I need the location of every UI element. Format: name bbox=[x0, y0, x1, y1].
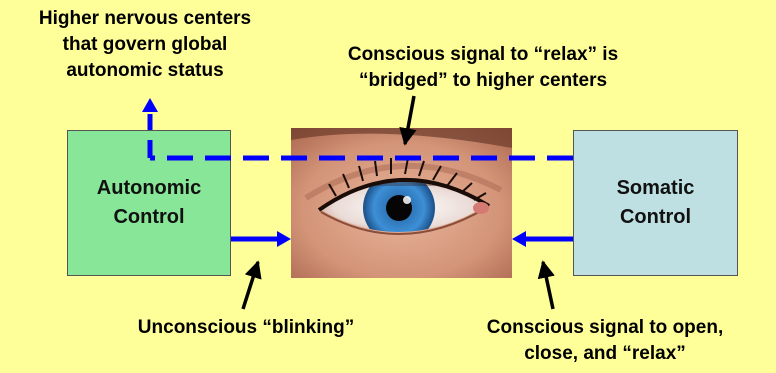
dashed-bridge-line bbox=[150, 114, 573, 158]
bridge-pointer-arrow bbox=[405, 96, 414, 144]
conscious-pointer-arrow bbox=[543, 262, 553, 309]
up-arrowhead bbox=[142, 98, 158, 112]
unconscious-pointer-arrow bbox=[243, 262, 258, 309]
